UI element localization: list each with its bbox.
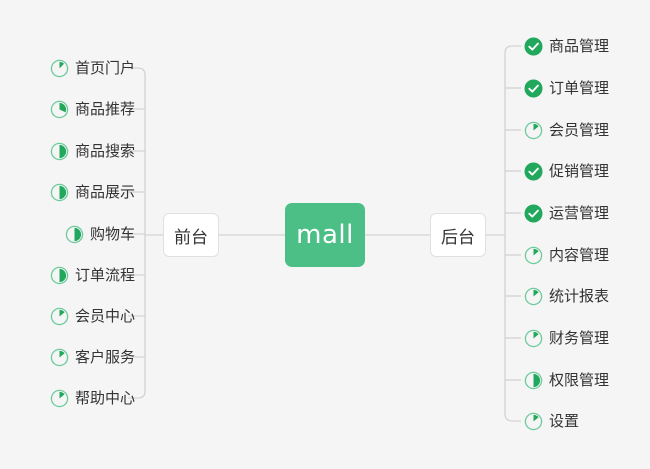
leaf-item-frontend-0[interactable]: 首页门户 bbox=[50, 56, 135, 80]
pie-progress-icon bbox=[524, 329, 543, 348]
leaf-item-label: 帮助中心 bbox=[74, 389, 135, 407]
pie-progress-icon bbox=[524, 412, 543, 431]
leaf-item-frontend-2[interactable]: 商品搜索 bbox=[50, 139, 135, 163]
leaf-item-backend-3[interactable]: 促销管理 bbox=[524, 159, 609, 183]
leaf-item-label: 购物车 bbox=[89, 225, 135, 243]
leaf-item-frontend-6[interactable]: 会员中心 bbox=[50, 304, 135, 328]
leaf-item-frontend-4[interactable]: 购物车 bbox=[65, 222, 135, 246]
pie-progress-icon bbox=[524, 371, 543, 390]
leaf-item-backend-4[interactable]: 运营管理 bbox=[524, 201, 609, 225]
leaf-item-label: 商品管理 bbox=[549, 37, 610, 55]
leaf-item-backend-2[interactable]: 会员管理 bbox=[524, 118, 609, 142]
check-circle-icon bbox=[524, 79, 543, 98]
pie-progress-icon bbox=[65, 225, 84, 244]
wire-right-spine bbox=[504, 45, 521, 422]
branch-node-backend[interactable]: 后台 bbox=[430, 213, 486, 257]
leaf-item-frontend-1[interactable]: 商品推荐 bbox=[50, 97, 135, 121]
leaf-item-label: 运营管理 bbox=[549, 204, 610, 222]
leaf-item-backend-6[interactable]: 统计报表 bbox=[524, 284, 609, 308]
leaf-item-frontend-7[interactable]: 客户服务 bbox=[50, 345, 135, 369]
check-circle-icon bbox=[524, 37, 543, 56]
check-circle-icon bbox=[524, 204, 543, 223]
leaf-item-label: 订单流程 bbox=[74, 266, 135, 284]
leaf-item-frontend-5[interactable]: 订单流程 bbox=[50, 263, 135, 287]
pie-progress-icon bbox=[50, 348, 69, 367]
leaf-item-label: 促销管理 bbox=[549, 162, 610, 180]
leaf-item-backend-9[interactable]: 设置 bbox=[524, 409, 579, 433]
leaf-item-label: 客户服务 bbox=[74, 348, 135, 366]
leaf-item-label: 订单管理 bbox=[549, 79, 610, 97]
leaf-item-backend-8[interactable]: 权限管理 bbox=[524, 368, 609, 392]
leaf-item-backend-5[interactable]: 内容管理 bbox=[524, 243, 609, 267]
center-node-mall[interactable]: mall bbox=[285, 203, 365, 267]
pie-progress-icon bbox=[50, 307, 69, 326]
leaf-item-label: 商品搜索 bbox=[74, 142, 135, 160]
pie-progress-icon bbox=[50, 266, 69, 285]
pie-progress-icon bbox=[524, 121, 543, 140]
pie-progress-icon bbox=[524, 246, 543, 265]
pie-progress-icon bbox=[50, 389, 69, 408]
pie-progress-icon bbox=[50, 183, 69, 202]
leaf-item-label: 权限管理 bbox=[549, 371, 610, 389]
leaf-item-backend-1[interactable]: 订单管理 bbox=[524, 76, 609, 100]
leaf-item-label: 商品推荐 bbox=[74, 100, 135, 118]
leaf-item-backend-0[interactable]: 商品管理 bbox=[524, 34, 609, 58]
check-circle-icon bbox=[524, 162, 543, 181]
leaf-item-label: 内容管理 bbox=[549, 246, 610, 264]
pie-progress-icon bbox=[50, 142, 69, 161]
leaf-item-label: 商品展示 bbox=[74, 183, 135, 201]
leaf-item-label: 设置 bbox=[549, 412, 580, 430]
leaf-item-label: 财务管理 bbox=[549, 329, 610, 347]
leaf-item-label: 会员管理 bbox=[549, 121, 610, 139]
leaf-item-label: 首页门户 bbox=[74, 59, 135, 77]
branch-node-frontend[interactable]: 前台 bbox=[163, 213, 219, 257]
leaf-item-frontend-8[interactable]: 帮助中心 bbox=[50, 386, 135, 410]
leaf-item-label: 会员中心 bbox=[74, 307, 135, 325]
leaf-item-frontend-3[interactable]: 商品展示 bbox=[50, 180, 135, 204]
leaf-item-backend-7[interactable]: 财务管理 bbox=[524, 326, 609, 350]
pie-progress-icon bbox=[50, 59, 69, 78]
leaf-item-label: 统计报表 bbox=[549, 287, 610, 305]
pie-progress-icon bbox=[50, 100, 69, 119]
pie-progress-icon bbox=[524, 287, 543, 306]
